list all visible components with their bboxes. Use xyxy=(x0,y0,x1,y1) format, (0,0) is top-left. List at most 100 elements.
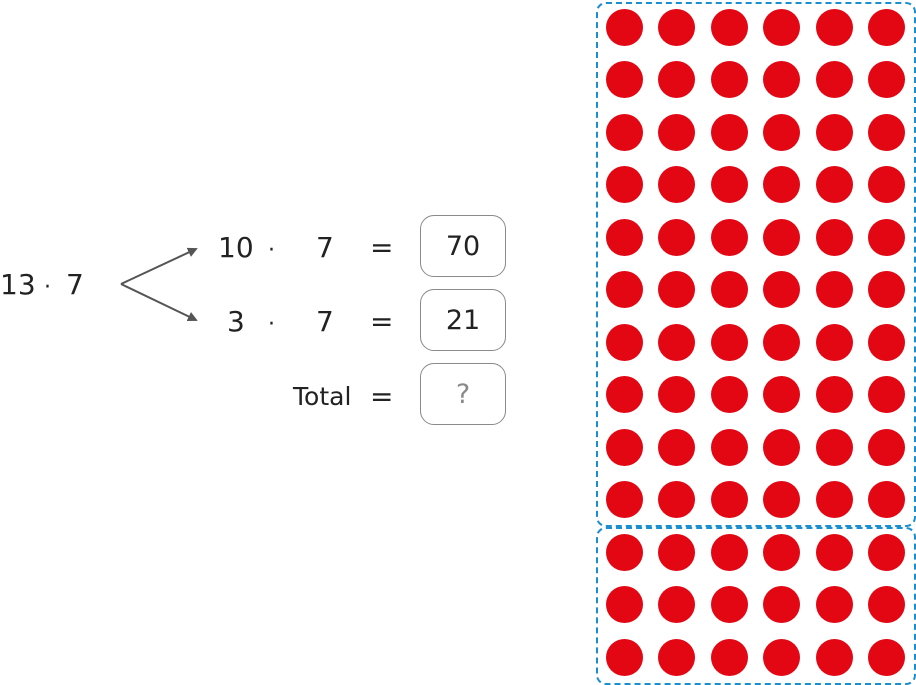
expression-multiply-sign: · xyxy=(44,275,51,300)
total-equals: = xyxy=(370,380,394,413)
counter-dot xyxy=(658,218,696,256)
row1-result-box: 70 xyxy=(420,215,506,277)
counter-dot xyxy=(606,271,643,308)
counter-dot xyxy=(868,61,905,98)
counter-dot xyxy=(710,271,748,308)
arrow-up xyxy=(120,247,198,285)
counter-dot xyxy=(815,586,853,623)
counter-dot xyxy=(868,533,905,571)
counter-dot xyxy=(658,638,696,676)
counter-dot xyxy=(658,481,696,518)
counter-dot xyxy=(815,376,853,413)
counter-dot xyxy=(815,428,853,466)
counter-dot xyxy=(658,533,696,571)
row1-multiply-sign: · xyxy=(268,238,275,263)
counter-dot xyxy=(763,533,801,571)
counter-dot xyxy=(658,376,696,413)
counter-dot xyxy=(868,8,905,46)
counter-dot xyxy=(763,218,801,256)
counter-dot xyxy=(606,113,643,151)
counter-dot xyxy=(763,61,801,98)
counter-dot xyxy=(868,638,905,676)
counter-dot xyxy=(763,428,801,466)
counter-dot xyxy=(763,586,801,623)
counter-dot xyxy=(606,61,643,98)
counter-dot xyxy=(815,323,853,361)
counter-dot xyxy=(606,166,643,203)
counter-dot xyxy=(815,166,853,203)
counter-dot xyxy=(658,271,696,308)
row2-equals: = xyxy=(370,305,394,338)
counter-dot xyxy=(710,481,748,518)
counter-dot xyxy=(710,113,748,151)
counter-group-1 xyxy=(596,2,916,527)
counter-dot xyxy=(763,481,801,518)
counter-dot xyxy=(763,8,801,46)
counter-dot xyxy=(606,533,643,571)
counter-dot xyxy=(868,271,905,308)
total-result: ? xyxy=(455,378,471,410)
row1-result: 70 xyxy=(445,230,481,262)
counter-dot xyxy=(815,8,853,46)
row1-factor-a: 10 xyxy=(218,231,254,264)
row1-factor-b: 7 xyxy=(316,231,334,264)
split-arrows xyxy=(120,247,198,322)
counter-dot xyxy=(606,428,643,466)
counter-dot xyxy=(710,61,748,98)
expression-right-factor: 7 xyxy=(66,268,84,301)
counter-dot xyxy=(710,428,748,466)
counter-dot xyxy=(815,638,853,676)
counter-dot xyxy=(710,376,748,413)
counter-dot xyxy=(710,218,748,256)
counter-dot xyxy=(868,376,905,413)
row2-multiply-sign: · xyxy=(268,312,275,337)
counter-dot xyxy=(815,533,853,571)
row1-equals: = xyxy=(370,231,394,264)
counter-dot xyxy=(763,113,801,151)
counter-dot xyxy=(710,638,748,676)
counter-dot xyxy=(710,586,748,623)
counter-dot xyxy=(868,323,905,361)
counter-dot xyxy=(868,428,905,466)
counter-dot xyxy=(606,376,643,413)
arrow-down xyxy=(120,283,198,322)
counter-dot xyxy=(658,586,696,623)
counter-dot xyxy=(606,586,643,623)
counter-dot xyxy=(868,166,905,203)
counter-dot xyxy=(763,323,801,361)
counter-dot xyxy=(606,481,643,518)
row2-factor-b: 7 xyxy=(316,305,334,338)
row2-factor-a: 3 xyxy=(227,305,245,338)
counter-dot xyxy=(763,376,801,413)
total-label: Total xyxy=(293,382,352,411)
counter-dot xyxy=(815,218,853,256)
counter-dot xyxy=(606,323,643,361)
counter-dot xyxy=(710,166,748,203)
counter-dot xyxy=(868,586,905,623)
counter-dot xyxy=(868,218,905,256)
counter-dot xyxy=(606,8,643,46)
counter-dot xyxy=(606,638,643,676)
row2-result: 21 xyxy=(445,304,481,336)
counter-dot xyxy=(763,166,801,203)
counter-dot xyxy=(658,428,696,466)
counter-dot xyxy=(710,323,748,361)
counter-dot xyxy=(763,638,801,676)
counter-dot xyxy=(658,61,696,98)
counter-dot xyxy=(606,218,643,256)
total-result-box[interactable]: ? xyxy=(420,363,506,425)
expression-left-factor: 13 xyxy=(0,268,36,301)
counter-dot xyxy=(815,271,853,308)
counter-dot xyxy=(763,271,801,308)
row2-result-box: 21 xyxy=(420,289,506,351)
counter-dot xyxy=(868,481,905,518)
counter-dot xyxy=(658,113,696,151)
counter-dot xyxy=(868,113,905,151)
counter-dot xyxy=(815,113,853,151)
counter-dot xyxy=(658,8,696,46)
counter-dot xyxy=(658,323,696,361)
counter-dot xyxy=(658,166,696,203)
counter-dot xyxy=(710,8,748,46)
counter-dot xyxy=(815,61,853,98)
counter-dot xyxy=(815,481,853,518)
